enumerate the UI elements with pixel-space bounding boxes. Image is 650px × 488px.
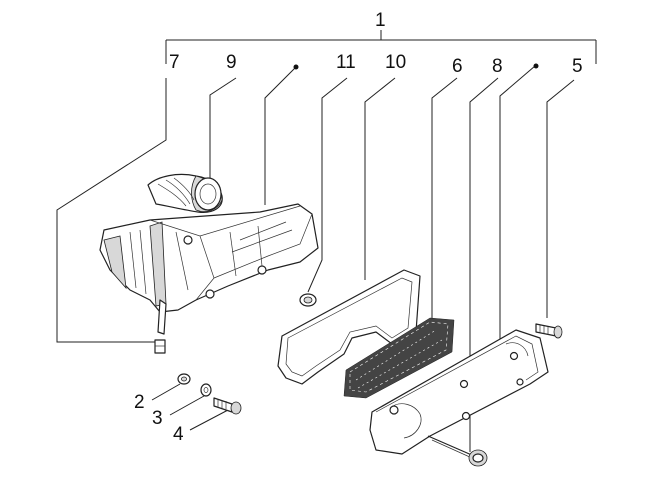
callout-6: 6 <box>452 56 463 77</box>
callout-1: 1 <box>375 10 386 31</box>
part-intake-duct <box>147 173 223 213</box>
part-filter-cover <box>369 329 549 455</box>
part-filter-housing <box>99 203 319 335</box>
part-washer <box>177 373 191 385</box>
leader-lines <box>56 65 575 452</box>
part-grommet <box>299 293 317 307</box>
part-screw <box>535 323 563 339</box>
callout-labels: 1 7 9 11 10 6 8 5 2 3 4 <box>134 10 583 445</box>
callout-8: 8 <box>492 56 503 77</box>
part-gasket <box>277 269 421 385</box>
reference-dot-housing <box>293 64 299 70</box>
callout-3: 3 <box>152 408 163 429</box>
part-bolt <box>213 397 242 415</box>
part-filter-element <box>343 317 455 399</box>
callout-10: 10 <box>385 52 406 73</box>
part-spacer <box>200 383 212 397</box>
reference-dot-cover <box>533 63 539 69</box>
callout-9: 9 <box>226 52 237 73</box>
callout-5: 5 <box>572 56 583 77</box>
callout-7: 7 <box>169 52 180 73</box>
assembly-bracket-lines <box>165 30 597 64</box>
callout-4: 4 <box>173 424 184 445</box>
callout-2: 2 <box>134 392 145 413</box>
part-clip-nut <box>154 339 166 354</box>
callout-11: 11 <box>336 52 356 73</box>
part-cover-screw <box>427 435 488 467</box>
